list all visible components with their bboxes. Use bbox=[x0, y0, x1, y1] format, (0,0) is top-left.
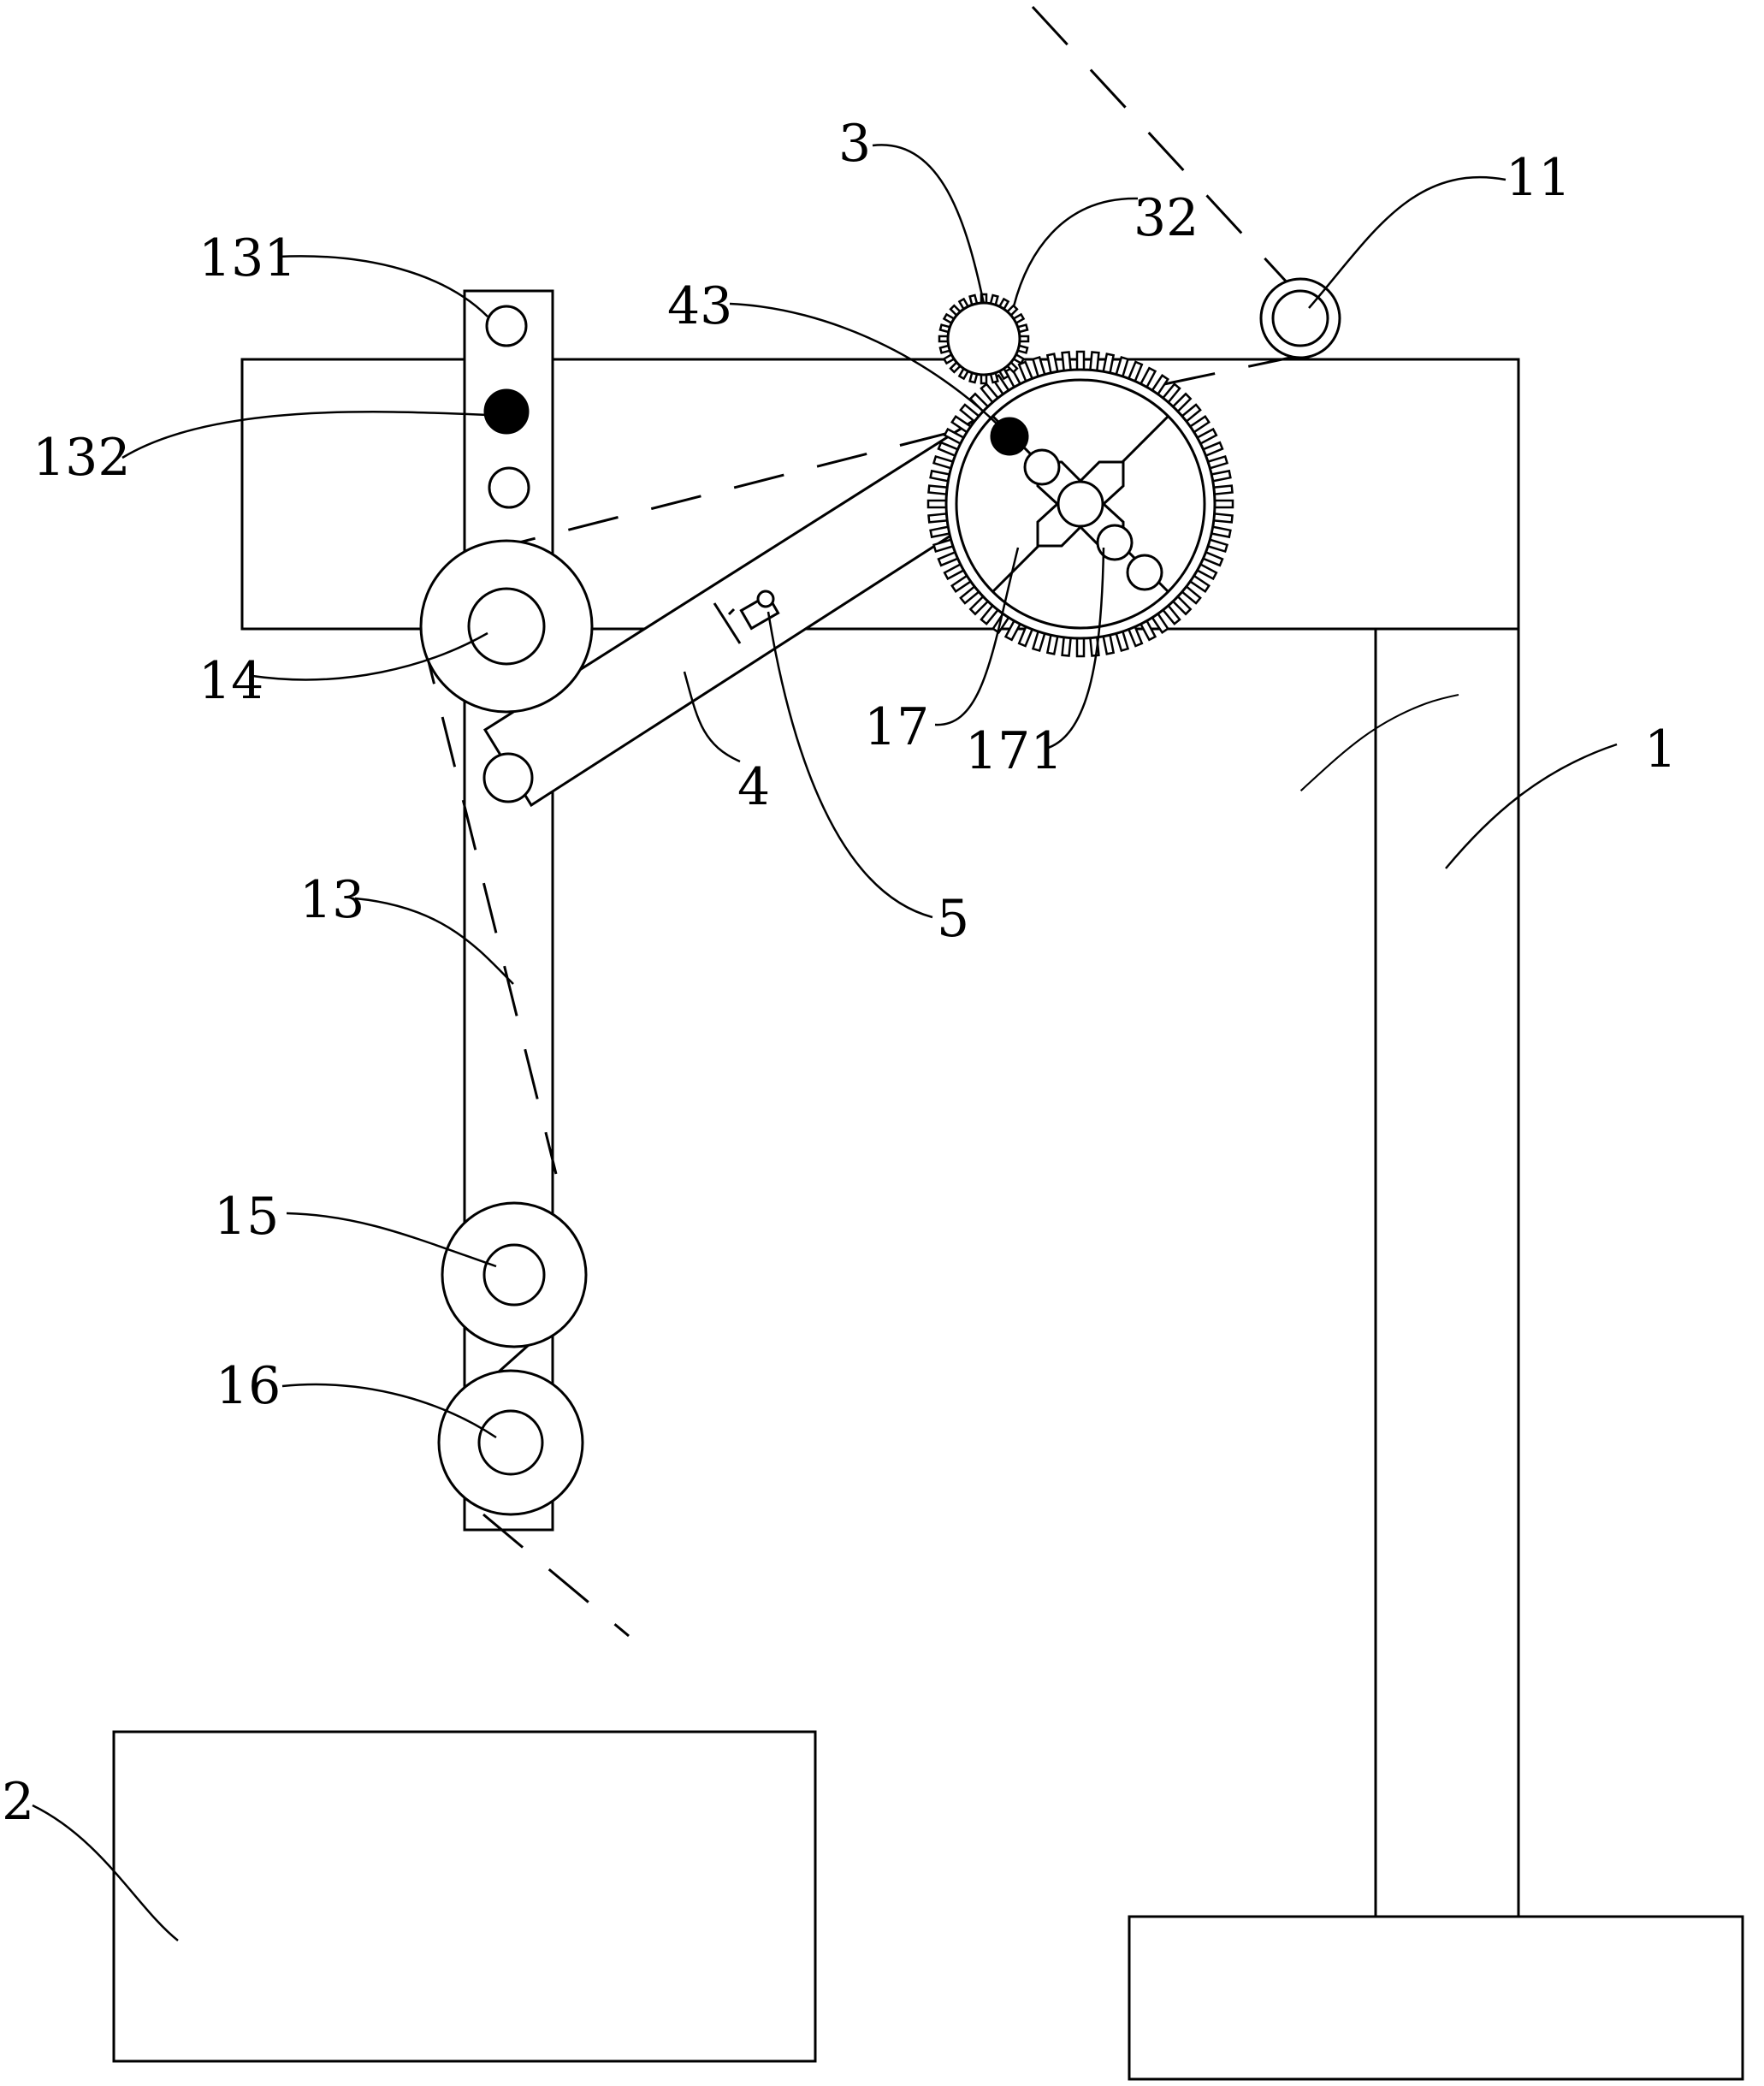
gear-tooth bbox=[1061, 351, 1073, 373]
large-gear-rim-inner bbox=[955, 378, 1206, 630]
gear-tooth bbox=[927, 512, 950, 524]
leader-1 bbox=[1299, 693, 1459, 791]
gear-center-hole bbox=[1057, 480, 1104, 528]
gear-tooth bbox=[1211, 512, 1234, 524]
leader-5 bbox=[767, 611, 933, 919]
gear-tooth bbox=[926, 499, 949, 509]
leader-171 bbox=[1045, 547, 1105, 750]
leader-2 bbox=[32, 1804, 179, 1941]
gear-tooth bbox=[1212, 499, 1234, 509]
arm-mark-b bbox=[713, 602, 742, 644]
gear-tooth bbox=[1075, 636, 1086, 658]
path-dash-4 bbox=[420, 633, 558, 1175]
gear-hole-b bbox=[1096, 524, 1134, 561]
leader-16 bbox=[281, 1383, 497, 1439]
roller-15-hub bbox=[482, 1243, 546, 1307]
leader-3 bbox=[872, 144, 986, 305]
container-box bbox=[112, 1730, 817, 2063]
gear-hole-a bbox=[1023, 448, 1061, 486]
label-2: 2 bbox=[2, 1772, 34, 1832]
large-gear-rim-outer bbox=[944, 368, 1216, 640]
roller-16-hub bbox=[477, 1409, 544, 1476]
leader-13 bbox=[354, 897, 514, 985]
leader-11 bbox=[1308, 175, 1507, 309]
leader-17 bbox=[934, 547, 1020, 726]
leader-1b bbox=[1445, 743, 1618, 869]
small-gear-body bbox=[946, 301, 1021, 376]
label-4: 4 bbox=[737, 757, 770, 817]
frame-right-column bbox=[1374, 627, 1520, 1918]
label-14: 14 bbox=[198, 651, 263, 711]
roller-14-hub bbox=[467, 587, 546, 666]
leader-14 bbox=[252, 631, 488, 681]
label-1: 1 bbox=[1644, 720, 1677, 779]
label-132: 132 bbox=[33, 428, 131, 488]
leader-132 bbox=[121, 411, 488, 459]
frame-base bbox=[1128, 1915, 1744, 2081]
label-16: 16 bbox=[216, 1356, 281, 1416]
gear-tooth bbox=[1211, 484, 1234, 496]
path-dash-5 bbox=[482, 1513, 630, 1638]
label-17: 17 bbox=[864, 697, 929, 757]
gear-tooth bbox=[1061, 635, 1073, 657]
label-15: 15 bbox=[214, 1187, 279, 1247]
guide-roller-11-inner bbox=[1271, 289, 1329, 347]
leader-4 bbox=[683, 671, 741, 763]
leader-131 bbox=[277, 255, 488, 317]
gear-tooth bbox=[927, 484, 950, 496]
label-131: 131 bbox=[198, 228, 297, 288]
label-11: 11 bbox=[1506, 148, 1571, 208]
leader-32 bbox=[1012, 197, 1139, 307]
label-43: 43 bbox=[667, 276, 732, 336]
path-dash-1 bbox=[1031, 5, 1302, 299]
label-3: 3 bbox=[838, 114, 871, 174]
gear-tooth bbox=[1088, 351, 1100, 373]
gear-hole-c bbox=[1126, 554, 1163, 591]
arm-mark-a bbox=[727, 607, 736, 616]
label-13: 13 bbox=[299, 870, 364, 930]
gear-tooth bbox=[1075, 350, 1086, 372]
leader-43 bbox=[729, 302, 1002, 429]
plate-hole-lower bbox=[488, 466, 530, 509]
plate-hole-pin bbox=[483, 388, 530, 435]
label-171: 171 bbox=[965, 721, 1063, 781]
label-5: 5 bbox=[937, 889, 969, 949]
clamp-screw bbox=[756, 590, 775, 608]
leader-15 bbox=[286, 1212, 497, 1268]
label-32: 32 bbox=[1134, 188, 1199, 248]
plate-hole-upper bbox=[485, 305, 528, 347]
arm-pivot-hole bbox=[482, 752, 534, 803]
